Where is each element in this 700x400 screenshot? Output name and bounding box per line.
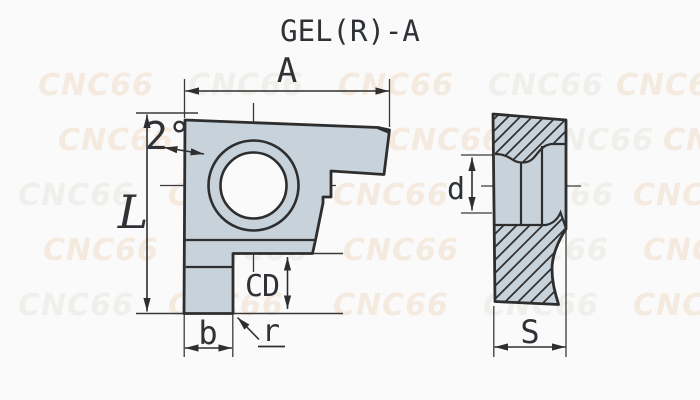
watermark-text: CNC66 bbox=[633, 178, 700, 213]
drawing-title: GEL(R)-A bbox=[280, 14, 420, 48]
dim-label-L: L bbox=[117, 185, 149, 239]
watermark-text: CNC66 bbox=[663, 123, 700, 158]
watermark-text: CNC66 bbox=[43, 233, 159, 268]
watermark-text: CNC66 bbox=[388, 123, 504, 158]
watermark-text: CNC66 bbox=[18, 288, 134, 323]
countersink-profile-bottom bbox=[495, 209, 568, 229]
dim-label-r: r bbox=[262, 314, 280, 349]
dim-label-CD: CD bbox=[245, 269, 279, 304]
dim-label-b: b bbox=[198, 314, 217, 352]
dim-label-A: A bbox=[277, 51, 297, 91]
watermark-text: CNC66 bbox=[38, 68, 154, 103]
leader-arrow-r bbox=[236, 316, 260, 341]
hole-bore-circle bbox=[219, 151, 288, 220]
dim-label-S: S bbox=[520, 313, 539, 351]
watermark-text: CNC66 bbox=[58, 123, 174, 158]
watermark-text: CNC66 bbox=[616, 68, 700, 103]
cutting-edge-land-line bbox=[377, 126, 391, 135]
dim-label-d: d bbox=[447, 172, 465, 207]
watermark-text: CNC66 bbox=[343, 233, 459, 268]
watermark-text: CNC66 bbox=[488, 68, 604, 103]
watermark-text: CNC66 bbox=[338, 68, 454, 103]
watermark-text: CNC66 bbox=[643, 233, 700, 268]
watermark-text: CNC66 bbox=[18, 178, 134, 213]
watermark-text: CNC66 bbox=[333, 178, 449, 213]
watermark-text: CNC66 bbox=[333, 288, 449, 323]
dim-arrow-angle bbox=[163, 146, 205, 156]
side-view: d S bbox=[447, 112, 585, 357]
front-view: A L 2° CD b r bbox=[117, 51, 391, 357]
watermark-text: CNC66 bbox=[633, 288, 700, 323]
watermark-text: CNC66 bbox=[188, 68, 304, 103]
hole-countersink-circle bbox=[207, 139, 300, 232]
